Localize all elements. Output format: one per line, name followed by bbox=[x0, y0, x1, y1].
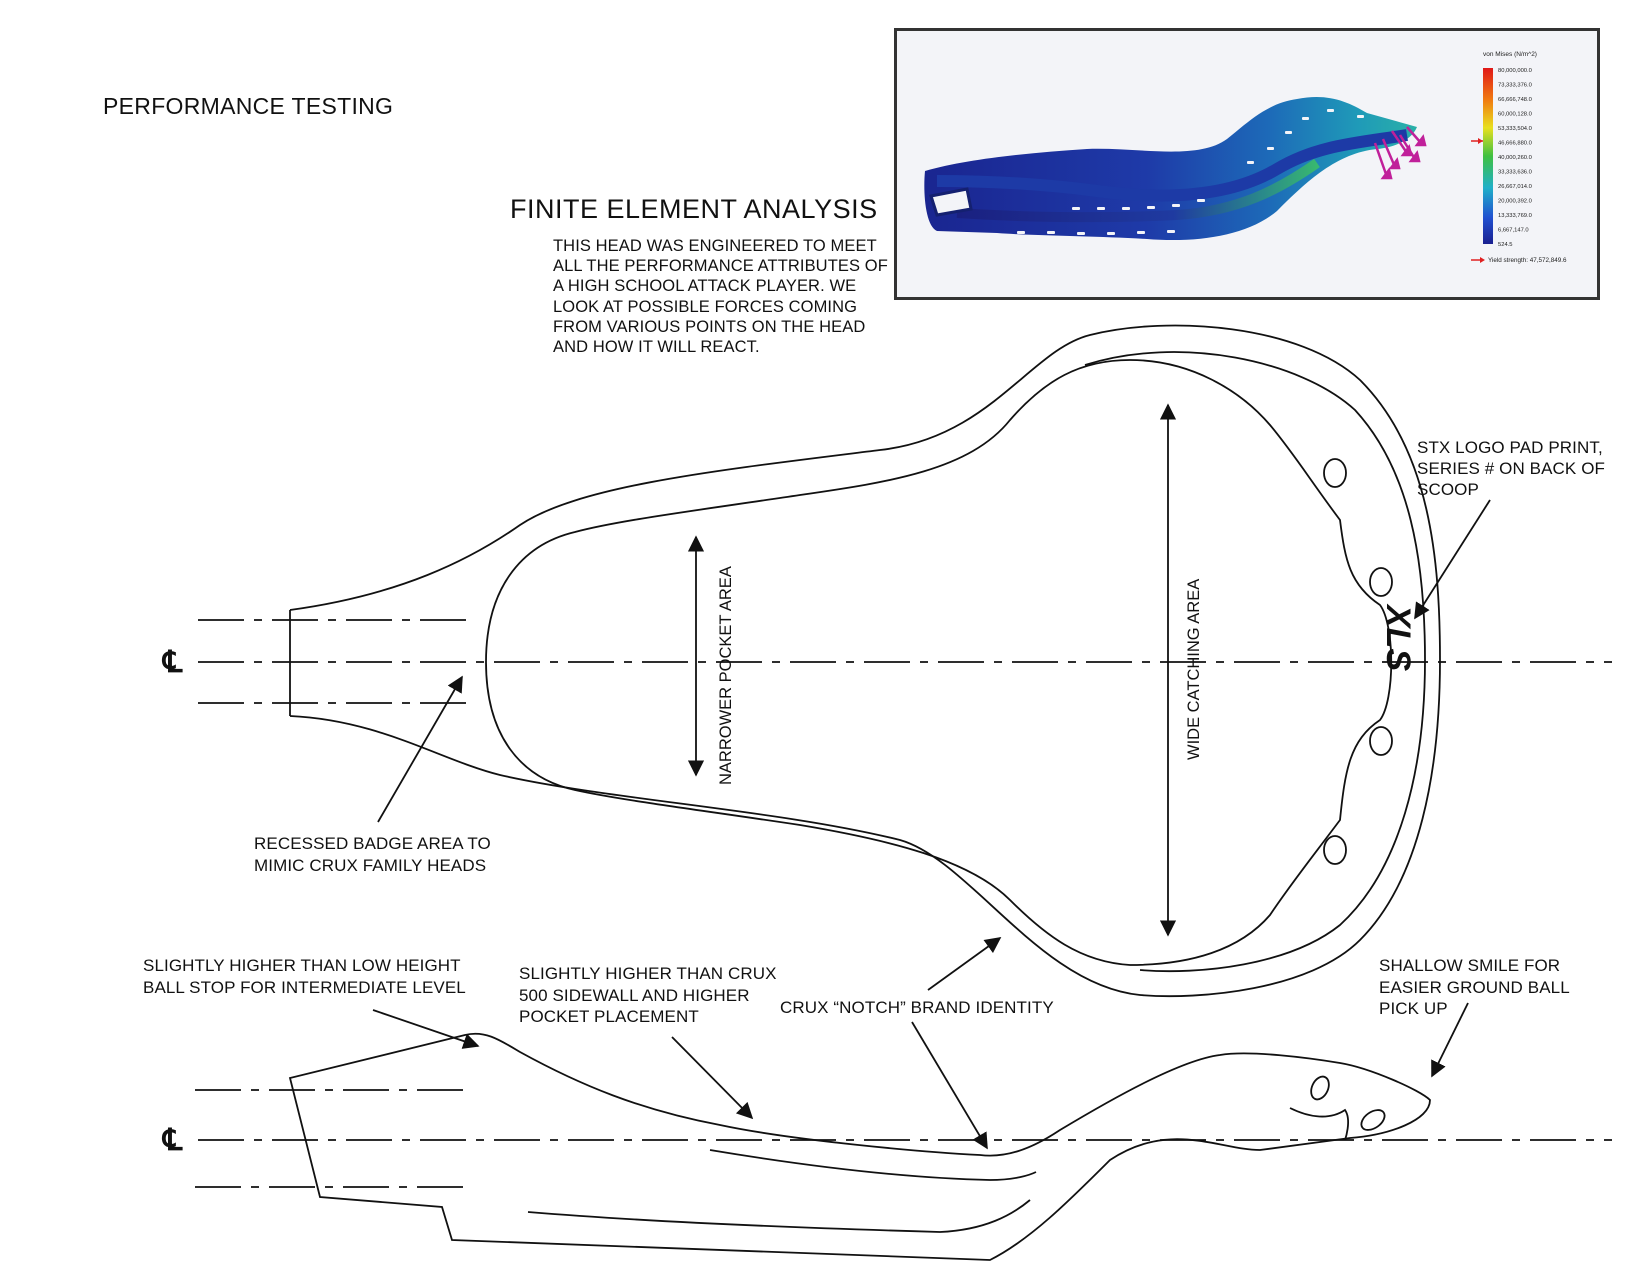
string-hole bbox=[1323, 835, 1347, 865]
legend-value: 26,667,014.0 bbox=[1498, 184, 1532, 190]
logo-leader-arrow bbox=[1414, 499, 1491, 620]
fea-render-panel: von Mises (N/m^2) 80,000,000.0 73,333,376… bbox=[894, 28, 1600, 300]
stx-logo: XLS bbox=[1379, 603, 1417, 671]
callout-line: SERIES # ON BACK OF bbox=[1417, 459, 1606, 478]
callout-line: SCOOP bbox=[1417, 480, 1479, 499]
badge-callout: RECESSED BADGE AREA TO MIMIC CRUX FAMILY… bbox=[254, 833, 491, 876]
yield-strength-label: Yield strength: 47,572,849.6 bbox=[1488, 257, 1567, 264]
string-hole bbox=[1369, 726, 1393, 756]
side-view-outer-profile bbox=[288, 1032, 1431, 1261]
notch-leader-arrow-top bbox=[927, 937, 1002, 991]
callout-line: PICK UP bbox=[1379, 999, 1448, 1018]
legend-value: 80,000,000.0 bbox=[1498, 68, 1532, 74]
callout-line: MIMIC CRUX FAMILY HEADS bbox=[254, 855, 487, 875]
load-arrows bbox=[1373, 126, 1427, 180]
callout-line: POCKET PLACEMENT bbox=[519, 1007, 699, 1026]
top-view bbox=[289, 324, 1441, 998]
smile-callout: SHALLOW SMILE FOR EASIER GROUND BALL PIC… bbox=[1379, 955, 1570, 1020]
ballstop-leader-arrow bbox=[372, 1009, 480, 1049]
string-hole bbox=[1323, 458, 1347, 488]
centerline-symbol: ℄ bbox=[161, 1124, 183, 1157]
legend-value: 20,000,392.0 bbox=[1498, 199, 1532, 205]
description-line: AND HOW IT WILL REACT. bbox=[553, 338, 760, 357]
top-view-inner-sidewall bbox=[1084, 351, 1426, 973]
legend-value: 46,666,880.0 bbox=[1498, 141, 1532, 147]
legend-value: 524.5 bbox=[1498, 242, 1513, 248]
legend-value: 33,333,636.0 bbox=[1498, 170, 1532, 176]
callout-line: EASIER GROUND BALL bbox=[1379, 977, 1570, 997]
side-string-hole bbox=[1360, 1109, 1386, 1131]
side-view-reference-lines bbox=[195, 1089, 464, 1188]
callout-line: STX LOGO PAD PRINT, bbox=[1417, 438, 1603, 457]
description-line: FROM VARIOUS POINTS ON THE HEAD bbox=[553, 317, 866, 336]
callout-line: RECESSED BADGE AREA TO bbox=[254, 834, 491, 853]
fea-render: von Mises (N/m^2) 80,000,000.0 73,333,376… bbox=[897, 31, 1597, 297]
description-line: A HIGH SCHOOL ATTACK PLAYER. WE bbox=[553, 277, 857, 296]
badge-leader-arrow bbox=[377, 675, 463, 823]
legend-value: 40,000,260.0 bbox=[1498, 155, 1532, 161]
callout-line: SHALLOW SMILE FOR bbox=[1379, 956, 1561, 975]
side-view bbox=[288, 1032, 1431, 1261]
top-view-outer-frame bbox=[289, 324, 1441, 998]
callout-line: 500 SIDEWALL AND HIGHER bbox=[519, 985, 750, 1005]
side-view-pocket-line bbox=[709, 1149, 1037, 1181]
page-title: PERFORMANCE TESTING bbox=[103, 93, 394, 119]
legend-value: 66,666,748.0 bbox=[1498, 97, 1532, 103]
centerline-symbol: ℄ bbox=[161, 646, 183, 679]
callout-line: SLIGHTLY HIGHER THAN CRUX bbox=[519, 964, 777, 983]
legend-value: 60,000,128.0 bbox=[1498, 112, 1532, 118]
top-view-reference-lines bbox=[198, 619, 470, 704]
callout-line: SLIGHTLY HIGHER THAN LOW HEIGHT bbox=[143, 956, 461, 975]
description-line: LOOK AT POSSIBLE FORCES COMING bbox=[553, 297, 858, 316]
top-view-pocket-outline bbox=[485, 359, 1393, 966]
narrow-pocket-label: NARROWER POCKET AREA bbox=[717, 566, 735, 785]
description-line: THIS HEAD WAS ENGINEERED TO MEET bbox=[553, 237, 877, 255]
sidewall-leader-arrow bbox=[671, 1036, 754, 1120]
legend-value: 6,667,147.0 bbox=[1498, 228, 1529, 234]
fea-head-model bbox=[924, 96, 1427, 241]
callout-line: CRUX “NOTCH” BRAND IDENTITY bbox=[780, 998, 1054, 1017]
side-view-scoop-notch bbox=[1289, 1107, 1349, 1141]
side-string-hole bbox=[1310, 1075, 1330, 1101]
side-view-lower-rail bbox=[527, 1199, 1031, 1233]
color-scale-bar bbox=[1483, 68, 1493, 244]
section-title: FINITE ELEMENT ANALYSIS bbox=[510, 194, 878, 224]
wide-catch-label: WIDE CATCHING AREA bbox=[1185, 579, 1203, 760]
string-hole bbox=[1369, 567, 1393, 597]
legend-value: 13,333,769.0 bbox=[1498, 213, 1532, 219]
description-line: ALL THE PERFORMANCE ATTRIBUTES OF bbox=[553, 257, 888, 276]
ballstop-callout: SLIGHTLY HIGHER THAN LOW HEIGHT BALL STO… bbox=[143, 955, 466, 998]
notch-callout: CRUX “NOTCH” BRAND IDENTITY bbox=[780, 997, 1054, 1019]
sidewall-callout: SLIGHTLY HIGHER THAN CRUX 500 SIDEWALL A… bbox=[519, 963, 777, 1028]
fea-description: THIS HEAD WAS ENGINEERED TO MEET ALL THE… bbox=[553, 236, 888, 357]
legend-value: 73,333,376.0 bbox=[1498, 83, 1532, 89]
callout-line: BALL STOP FOR INTERMEDIATE LEVEL bbox=[143, 977, 466, 997]
legend-title: von Mises (N/m^2) bbox=[1483, 51, 1537, 58]
notch-leader-arrow-bottom bbox=[911, 1021, 988, 1150]
stress-legend: von Mises (N/m^2) 80,000,000.0 73,333,376… bbox=[1471, 51, 1567, 264]
logo-callout: STX LOGO PAD PRINT, SERIES # ON BACK OF … bbox=[1417, 437, 1605, 500]
legend-value: 53,333,504.0 bbox=[1498, 126, 1532, 132]
